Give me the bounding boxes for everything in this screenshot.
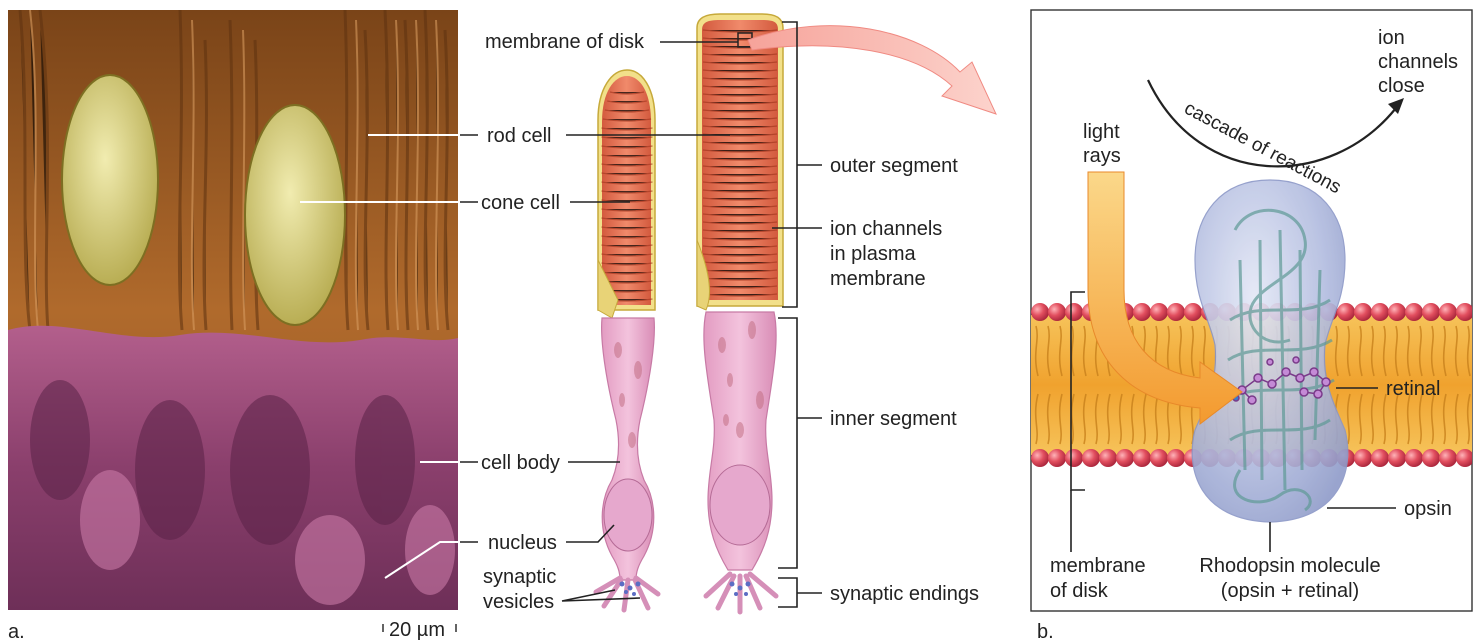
bracket-synaptic-endings [778,578,797,607]
label-rod-cell: rod cell [487,125,551,147]
label-synaptic-vesicles-2: vesicles [483,591,554,613]
label-opsin: opsin [1404,498,1452,520]
label-inner-segment: inner segment [830,408,957,430]
label-cone-cell: cone cell [481,192,560,214]
bracket-inner-segment [778,318,797,568]
rod-cell-diagram [697,14,783,612]
label-cell-body: cell body [481,452,560,474]
bracket-outer-segment [782,22,797,307]
scale-bar-label: 20 µm [389,619,445,641]
label-synaptic-endings: synaptic endings [830,583,979,605]
label-ion-channels-close-3: close [1378,75,1425,97]
label-outer-segment: outer segment [830,155,958,177]
label-retinal: retinal [1386,378,1440,400]
label-ion-channels-3: membrane [830,268,926,290]
zoom-arrow [748,26,996,114]
label-ion-channels-close-2: channels [1378,51,1458,73]
cone-cell-diagram [596,70,658,610]
panel-a-letter: a. [8,621,25,642]
label-membrane-of-disk-b-2: of disk [1050,580,1109,602]
label-membrane-of-disk-b-1: membrane [1050,555,1146,577]
label-membrane-of-disk: membrane of disk [485,31,645,53]
micrograph [8,10,458,610]
label-nucleus: nucleus [488,532,557,554]
panel-b-letter: b. [1037,621,1054,642]
label-rhodopsin-2: (opsin + retinal) [1221,580,1359,602]
opsin-molecule [1192,180,1348,522]
label-ion-channels-close-1: ion [1378,27,1405,49]
micrograph-cone-1 [62,75,158,285]
label-rhodopsin-1: Rhodopsin molecule [1199,555,1380,577]
label-light-rays-1: light [1083,121,1120,143]
label-light-rays-2: rays [1083,145,1121,167]
label-ion-channels-1: ion channels [830,218,942,240]
label-ion-channels-2: in plasma [830,243,916,265]
label-synaptic-vesicles-1: synaptic [483,566,556,588]
micrograph-cone-2 [245,105,345,325]
